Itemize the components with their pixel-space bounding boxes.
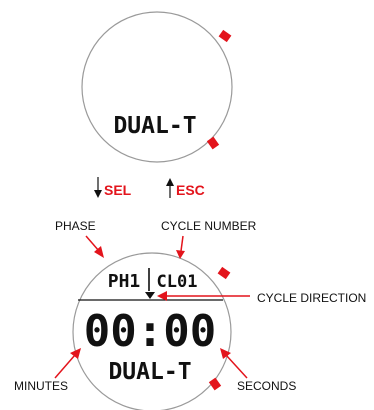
esc-label: ESC [176, 182, 205, 198]
seconds-arrow-icon [220, 348, 248, 379]
minutes-callout: MINUTES [14, 379, 68, 393]
phase-callout: PHASE [55, 219, 96, 233]
cycle-direction-callout: CYCLE DIRECTION [257, 291, 366, 305]
bottom-watch-face [72, 252, 232, 410]
seconds-callout: SECONDS [237, 379, 296, 393]
cycle-number-callout: CYCLE NUMBER [161, 219, 257, 233]
esc-control: ESC [166, 178, 205, 198]
sel-label: SEL [104, 182, 132, 198]
minutes-arrow-icon [54, 348, 81, 379]
cycle-direction-arrow-icon [157, 291, 250, 301]
top-watch-lower-button[interactable] [206, 136, 220, 150]
timer-display: 00:00 [84, 306, 216, 357]
top-watch-display-text: DUAL-T [113, 113, 196, 139]
phase-arrow-icon [85, 235, 104, 258]
bottom-watch: PH1 CL01 00:00 DUAL-T [72, 252, 232, 410]
bottom-mode-display: DUAL-T [108, 359, 191, 385]
cycle-number-arrow-icon [176, 235, 185, 259]
top-watch-upper-button[interactable] [218, 29, 232, 43]
top-watch-face [81, 11, 233, 163]
bottom-watch-lower-button[interactable] [208, 377, 222, 391]
cycle-direction-indicator [145, 292, 155, 299]
arrow-up-icon [166, 178, 174, 198]
arrow-down-icon [94, 177, 102, 198]
bottom-watch-upper-button[interactable] [217, 266, 231, 280]
phase-display: PH1 [108, 271, 141, 292]
cycle-number-display: CL01 [157, 272, 198, 292]
top-watch: DUAL-T [81, 11, 233, 163]
sel-control: SEL [94, 177, 132, 198]
callout-arrows [54, 235, 250, 379]
